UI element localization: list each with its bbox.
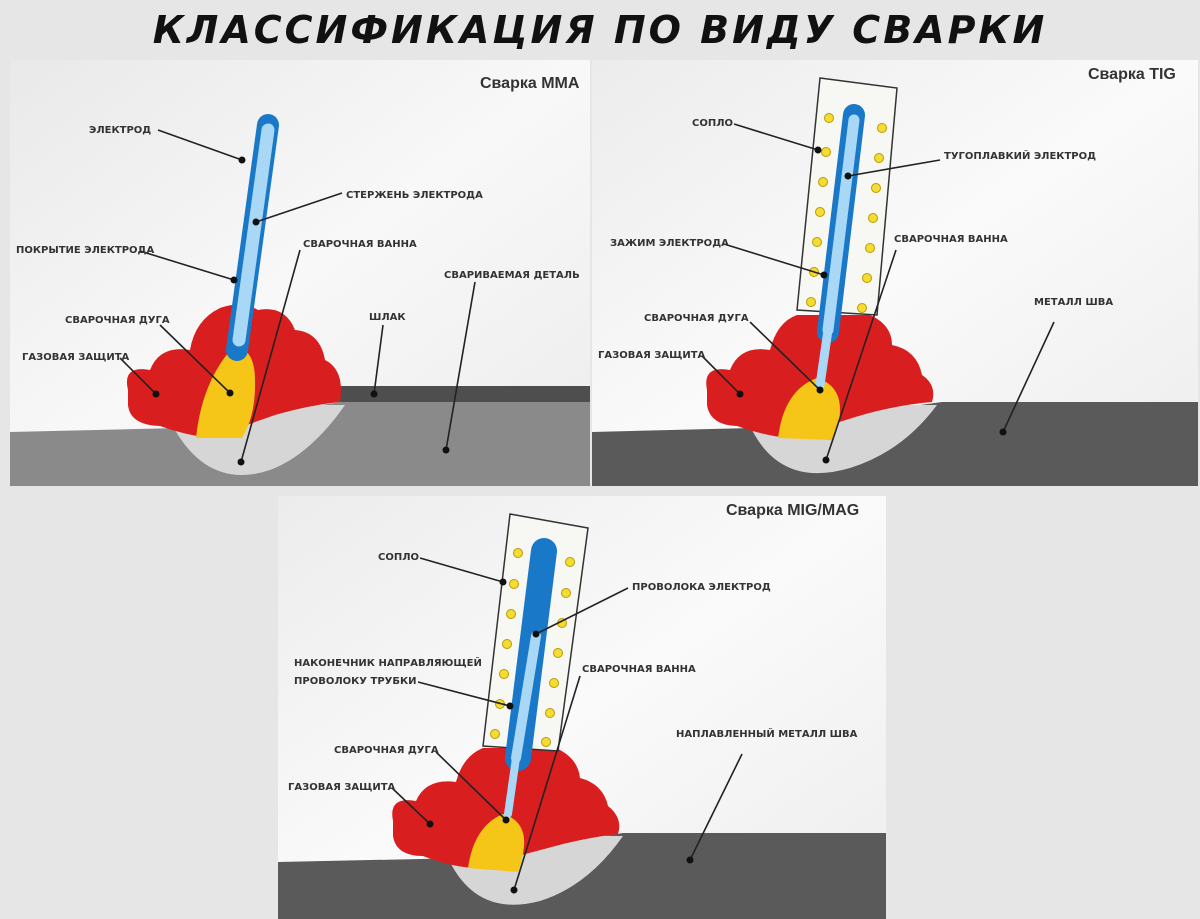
panel-tig: Сварка TIG СОПЛО ТУГОПЛАВКИЙ ЭЛЕКТРОД ЗА… (592, 60, 1198, 486)
leader-dot (844, 172, 852, 180)
label-electrode-coating: ПОКРЫТИЕ ЭЛЕКТРОДА (16, 245, 154, 256)
label-contact-tip-line2: ПРОВОЛОКУ ТРУБКИ (294, 676, 417, 687)
label-contact-tip-line1: НАКОНЕЧНИК НАПРАВЛЯЮЩЕЙ (294, 656, 482, 669)
leader-dot (152, 390, 160, 398)
label-electrode: ЭЛЕКТРОД (89, 125, 151, 136)
leader-line (847, 159, 941, 177)
leader-dot (822, 456, 830, 464)
leader-dot (226, 389, 234, 397)
leader-dot (820, 271, 828, 279)
leader-line (733, 123, 819, 151)
electrode-tip (815, 325, 833, 390)
label-electrode-rod: СТЕРЖЕНЬ ЭЛЕКТРОДА (346, 190, 483, 201)
panel-title-mma: Сварка MMA (480, 75, 580, 92)
label-weld-pool: СВАРОЧНАЯ ВАННА (303, 239, 417, 250)
contact-tip-inner (511, 631, 541, 763)
leader-line (157, 129, 243, 161)
label-workpiece: СВАРИВАЕМАЯ ДЕТАЛЬ (444, 270, 580, 281)
panel-mma: Сварка MMA ЭЛЕКТРОД СТЕРЖЕНЬ ЭЛЕКТРОДА П… (10, 60, 590, 486)
leader-line (689, 753, 743, 861)
leader-line (1002, 321, 1055, 433)
label-welding-arc: СВАРОЧНАЯ ДУГА (65, 315, 170, 326)
leader-line (419, 557, 504, 583)
leader-line (723, 243, 825, 276)
electrode-rod (232, 123, 275, 347)
leader-line (119, 357, 157, 395)
leader-line (240, 249, 301, 463)
panel-mig-mag: Сварка MIG/MAG СОПЛО ПРОВОЛОКА ЭЛЕКТРОД … (278, 496, 886, 919)
leader-dot (238, 156, 246, 164)
leader-dot (252, 218, 260, 226)
leader-line (255, 192, 343, 223)
label-welding-arc: СВАРОЧНАЯ ДУГА (334, 745, 439, 756)
welding-arc (468, 814, 525, 872)
leader-line (513, 675, 581, 891)
label-gas-shield: ГАЗОВАЯ ЗАЩИТА (598, 350, 706, 361)
label-gas-shield: ГАЗОВАЯ ЗАЩИТА (22, 352, 130, 363)
leader-line (373, 324, 384, 395)
leader-dot (426, 820, 434, 828)
leader-dot (370, 390, 378, 398)
leader-dot (499, 578, 507, 586)
leader-line (749, 321, 821, 391)
leader-dot (506, 702, 514, 710)
leader-dot (532, 630, 540, 638)
leader-dot (442, 446, 450, 454)
welding-arc (778, 378, 840, 440)
leader-line (535, 587, 629, 635)
leader-line (701, 355, 741, 395)
label-weld-metal: МЕТАЛЛ ШВА (1034, 297, 1113, 308)
label-tungsten-electrode: ТУГОПЛАВКИЙ ЭЛЕКТРОД (944, 149, 1096, 162)
leader-line (435, 751, 507, 821)
label-wire-electrode: ПРОВОЛОКА ЭЛЕКТРОД (632, 582, 771, 593)
leader-dot (999, 428, 1007, 436)
label-nozzle: СОПЛО (692, 118, 733, 129)
leader-line (139, 250, 235, 281)
leader-dot (814, 146, 822, 154)
page-title: КЛАССИФИКАЦИЯ ПО ВИДУ СВАРКИ (152, 8, 1048, 52)
wire-electrode (504, 754, 520, 818)
tungsten-electrode-inner (822, 114, 860, 336)
label-weld-pool: СВАРОЧНАЯ ВАННА (894, 234, 1008, 245)
panel-title-tig: Сварка TIG (1088, 66, 1176, 83)
leader-dot (736, 390, 744, 398)
welding-arc (196, 345, 256, 438)
shielding-gas-dots (806, 113, 887, 313)
label-electrode-clamp: ЗАЖИМ ЭЛЕКТРОДА (610, 238, 729, 249)
leader-dot (230, 276, 238, 284)
leader-line (159, 324, 231, 394)
leader-line (445, 281, 476, 451)
label-gas-shield: ГАЗОВАЯ ЗАЩИТА (288, 782, 396, 793)
slag-layer (330, 386, 590, 402)
leader-line (417, 681, 511, 707)
panel-title-mig-mag: Сварка MIG/MAG (726, 502, 859, 519)
label-welding-arc: СВАРОЧНАЯ ДУГА (644, 313, 749, 324)
leader-line (391, 787, 431, 825)
leader-dot (686, 856, 694, 864)
label-deposited-metal: НАПЛАВЛЕННЫЙ МЕТАЛЛ ШВА (676, 727, 858, 740)
leader-dot (502, 816, 510, 824)
label-nozzle: СОПЛО (378, 552, 419, 563)
leader-line (825, 249, 897, 461)
label-slag: ШЛАК (369, 312, 406, 323)
leader-dot (237, 458, 245, 466)
label-weld-pool: СВАРОЧНАЯ ВАННА (582, 664, 696, 675)
leader-dot (816, 386, 824, 394)
leader-dot (510, 886, 518, 894)
